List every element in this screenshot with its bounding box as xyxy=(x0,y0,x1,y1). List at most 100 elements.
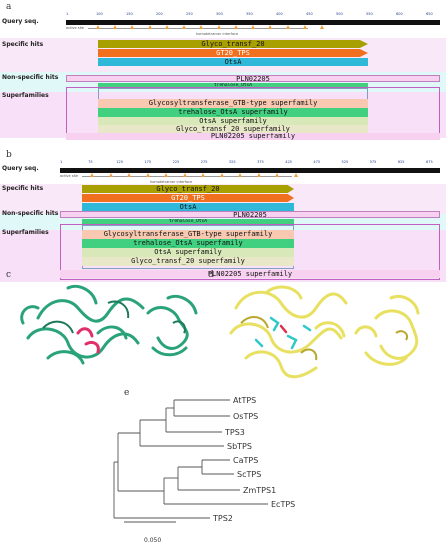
tree-taxon-label: OsTPS xyxy=(233,412,258,421)
query-sequence-bar xyxy=(60,168,440,173)
active-site-marker xyxy=(238,173,243,177)
hit-glyco-transf-20[interactable]: Glyco_transf_20 xyxy=(82,185,294,193)
hit-glyco-transf-20[interactable]: Glyco_transf_20 xyxy=(98,40,368,48)
specific-hits-label: Specific hits xyxy=(2,41,44,48)
active-site-marker xyxy=(320,25,324,29)
sf-otsa[interactable]: OtsA superfamily xyxy=(98,117,368,125)
sf-otsa[interactable]: OtsA superfamily xyxy=(82,248,294,257)
active-site-marker xyxy=(113,25,118,29)
query-seq-label: Query seq. xyxy=(2,165,39,172)
ruler-tick-label: 125 xyxy=(116,160,123,164)
ruler-tick-label: 275 xyxy=(200,160,208,164)
active-site-marker xyxy=(275,173,280,177)
ruler-tick-label: 475 xyxy=(313,160,321,164)
nonspecific-hits-label: Non-specific hits xyxy=(2,210,59,217)
active-site-marker xyxy=(90,173,94,177)
ruler-tick-label: 675 xyxy=(426,160,433,164)
phylogenetic-tree: AtTPSOsTPSTPS3SbTPSCaTPSScTPSZmTPS1EcTPS… xyxy=(113,396,295,544)
ruler-tick-label: 1 xyxy=(60,160,63,164)
active-site-marker xyxy=(164,25,169,29)
active-site-marker xyxy=(130,25,135,29)
ruler-tick-label: 600 xyxy=(396,12,403,16)
active-site-marker xyxy=(294,173,298,177)
active-site-marker xyxy=(147,25,152,29)
ruler-tick-label: 500 xyxy=(336,12,343,16)
ruler-tick-label: 375 xyxy=(257,160,264,164)
tree-taxon-label: TPS2 xyxy=(212,514,233,523)
active-site-marker xyxy=(127,173,132,177)
ruler-tick-label: 200 xyxy=(156,12,163,16)
panel-label-c: c xyxy=(6,270,12,280)
active-site-marker xyxy=(302,25,307,29)
specific-hits-label: Specific hits xyxy=(2,185,44,192)
tree-taxon-label: SbTPS xyxy=(227,442,252,451)
tree-taxon-label: CaTPS xyxy=(233,456,258,465)
sf-glycosyltransferase-gtb[interactable]: Glycosyltransferase_GTB-type superfamily xyxy=(98,99,368,108)
active-site-marker xyxy=(199,25,204,29)
hit-gt20-tps[interactable]: GT20_TPS xyxy=(82,194,294,202)
active-site-marker xyxy=(108,173,113,177)
tree-taxon-label: AtTPS xyxy=(233,396,256,405)
scale-label: 0.050 xyxy=(144,537,161,544)
ruler-tick-label: 175 xyxy=(144,160,152,164)
hit-pln02205[interactable]: PLN02205 xyxy=(60,211,440,218)
nonspecific-hits-label: Non-specific hits xyxy=(2,74,59,81)
active-site-marker xyxy=(182,25,187,29)
sf-glyco-transf-20[interactable]: Glyco_transf_20 superfamily xyxy=(98,125,368,133)
sf-pln02205[interactable]: PLN02205 superfamily xyxy=(60,270,440,278)
active-site-marker xyxy=(219,173,224,177)
hit-otsa[interactable]: OtsA xyxy=(82,203,294,211)
ruler-tick-label: 425 xyxy=(285,160,292,164)
tree-taxon-label: EcTPS xyxy=(271,500,295,509)
query-seq-label: Query seq. xyxy=(2,18,39,25)
ruler-tick-label: 525 xyxy=(341,160,349,164)
ruler-tick-label: 1 xyxy=(66,12,69,16)
ruler-tick-label: 550 xyxy=(366,12,373,16)
panel-label-b: b xyxy=(6,150,12,160)
active-site-marker xyxy=(256,173,261,177)
active-site-track xyxy=(82,176,292,177)
active-site-label: active site xyxy=(60,174,79,178)
protein-structure-yellow xyxy=(229,285,420,379)
hit-trehalose-otsa[interactable]: trehalose_OtsA xyxy=(82,219,294,224)
hit-trehalose-otsa[interactable]: trehalose_OtsA xyxy=(98,83,368,88)
active-site-markers xyxy=(88,24,328,30)
pln-outline-box xyxy=(60,224,440,280)
active-site-marker xyxy=(182,173,187,177)
tree-taxon-label: TPS3 xyxy=(224,428,245,437)
sf-trehalose-otsa[interactable]: trehalose_OtsA superfamily xyxy=(98,108,368,117)
active-site-track xyxy=(88,28,308,29)
ruler-tick-label: 325 xyxy=(228,160,236,164)
ruler-tick-label: 625 xyxy=(397,160,405,164)
sf-glycosyltransferase-gtb[interactable]: Glycosyltransferase_GTB-type superfamily xyxy=(82,230,294,239)
ruler-tick-label: 450 xyxy=(306,12,313,16)
sf-glyco-transf-20[interactable]: Glyco_transf_20 superfamily xyxy=(82,257,294,266)
panel-label-a: a xyxy=(6,2,12,12)
panel-label-d: d xyxy=(208,270,214,280)
ruler-tick-label: 400 xyxy=(276,12,283,16)
ruler-tick-label: 575 xyxy=(369,160,377,164)
hit-pln02205[interactable]: PLN02205 xyxy=(66,75,440,82)
ruler-tick-label: 650 xyxy=(426,12,433,16)
panel-label-e: e xyxy=(124,388,130,398)
sf-pln02205[interactable]: PLN02205 superfamily xyxy=(66,133,440,140)
sf-trehalose-otsa[interactable]: trehalose_OtsA superfamily xyxy=(82,239,294,248)
active-site-marker xyxy=(164,173,169,177)
superfamilies-label: Superfamilies xyxy=(2,229,49,236)
hit-gt20-tps[interactable]: GT20_TPS xyxy=(98,49,368,57)
active-site-marker xyxy=(216,25,221,29)
active-site-marker xyxy=(251,25,256,29)
query-sequence-bar xyxy=(66,20,440,25)
superfamilies-label: Superfamilies xyxy=(2,92,49,99)
active-site-marker xyxy=(96,25,100,29)
active-site-marker xyxy=(285,25,290,29)
hit-otsa[interactable]: OtsA xyxy=(98,58,368,66)
active-site-marker xyxy=(201,173,206,177)
ruler-tick-label: 350 xyxy=(246,12,253,16)
tree-taxon-label: ScTPS xyxy=(237,470,261,479)
active-site-marker xyxy=(268,25,273,29)
